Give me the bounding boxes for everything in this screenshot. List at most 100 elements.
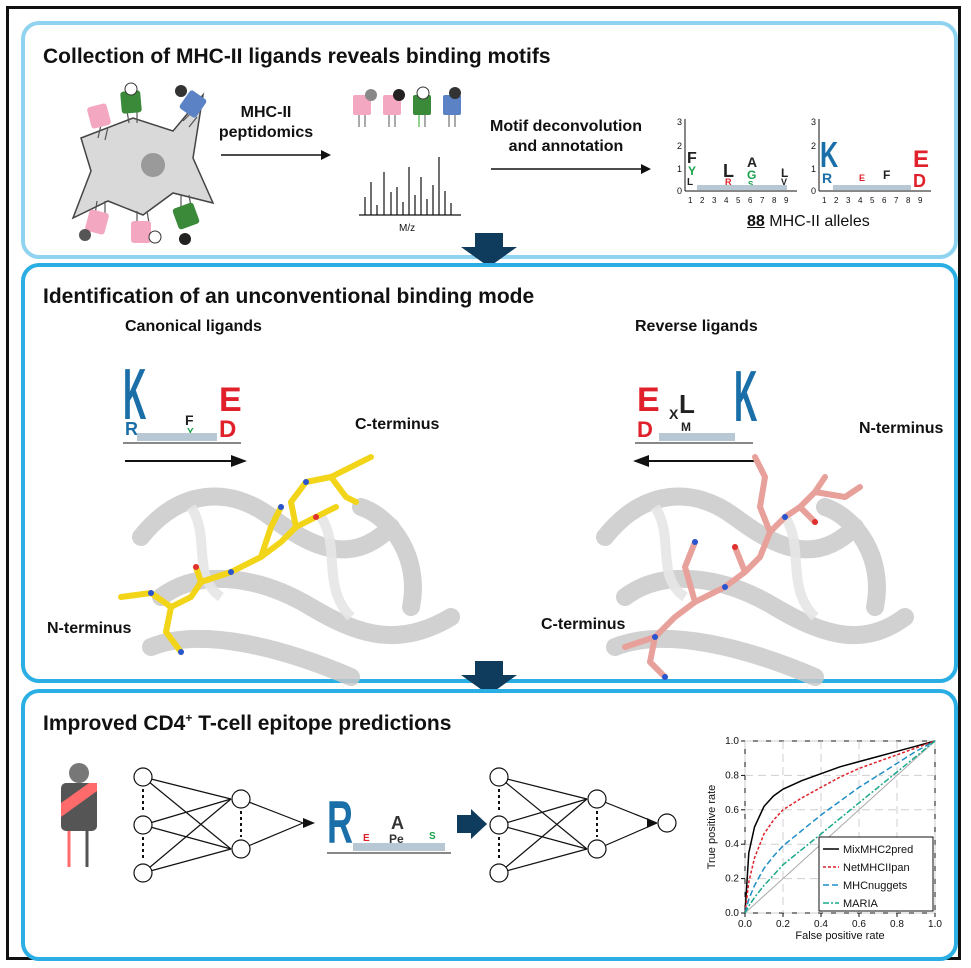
svg-text:6: 6 xyxy=(748,196,753,205)
panel-binding-mode: Identification of an unconventional bind… xyxy=(21,263,958,686)
svg-text:2: 2 xyxy=(677,141,682,151)
svg-text:S: S xyxy=(748,180,754,189)
svg-text:D: D xyxy=(219,416,236,443)
reverse-c-terminus: C-terminus xyxy=(541,616,626,633)
svg-text:3: 3 xyxy=(712,196,717,205)
canonical-label: Canonical ligands xyxy=(125,318,262,335)
svg-text:E: E xyxy=(637,381,660,419)
svg-text:F: F xyxy=(185,412,194,428)
svg-text:5: 5 xyxy=(736,196,741,205)
y-tick-label: 0.2 xyxy=(725,874,739,885)
svg-text:G: G xyxy=(747,168,756,182)
svg-text:8: 8 xyxy=(906,196,911,205)
legend-label: MHCnuggets xyxy=(843,880,908,892)
svg-text:R: R xyxy=(327,790,353,857)
neural-network-1 xyxy=(133,767,315,883)
x-tick-label: 0.2 xyxy=(776,919,790,930)
y-tick-label: 1.0 xyxy=(725,736,739,747)
legend-label: MixMHC2pred xyxy=(843,844,913,856)
alleles-count: 88 xyxy=(747,213,765,230)
neural-network-2 xyxy=(489,767,677,883)
cell-illustration xyxy=(71,82,215,245)
x-tick-label: 0.4 xyxy=(814,919,828,930)
svg-text:D: D xyxy=(637,417,653,442)
figure-frame: Collection of MHC-II ligands reveals bin… xyxy=(6,6,961,961)
svg-text:R: R xyxy=(725,177,732,187)
canonical-logo: K R F Y E D xyxy=(123,353,242,444)
svg-text:9: 9 xyxy=(918,196,923,205)
svg-text:Pe: Pe xyxy=(389,832,404,846)
step1-line1: MHC-II xyxy=(240,104,292,121)
panel3-title: Improved CD4+ T-cell epitope predictions xyxy=(43,711,451,736)
step2-line1: Motif deconvolution xyxy=(490,118,642,135)
svg-text:5: 5 xyxy=(870,196,875,205)
x-axis-label: False positive rate xyxy=(795,930,884,942)
svg-text:E: E xyxy=(913,146,929,173)
arrow-step1 xyxy=(221,150,331,160)
legend-label: NetMHCIIpan xyxy=(843,862,910,874)
svg-text:M: M xyxy=(681,420,691,434)
svg-text:D: D xyxy=(913,171,926,191)
svg-text:L: L xyxy=(723,161,734,181)
mz-label: M/z xyxy=(399,223,416,234)
svg-text:Y: Y xyxy=(688,164,696,178)
arrow-step2 xyxy=(491,164,651,174)
predicted-motif-logo: R A Pe E S xyxy=(327,790,451,857)
x-tick-label: 0.8 xyxy=(890,919,904,930)
series-line-mhcnuggets xyxy=(744,740,936,914)
y-tick-label: 0.6 xyxy=(725,805,739,816)
y-tick-label: 0.0 xyxy=(725,908,739,919)
legend-label: MARIA xyxy=(843,898,879,910)
svg-text:E: E xyxy=(859,173,865,183)
reverse-direction-arrow xyxy=(633,455,755,467)
svg-text:K: K xyxy=(820,135,839,176)
y-axis-label: True positive rate xyxy=(706,785,718,870)
svg-text:A: A xyxy=(747,154,757,170)
svg-text:0: 0 xyxy=(677,186,682,196)
svg-text:3: 3 xyxy=(677,117,682,127)
svg-text:4: 4 xyxy=(724,196,729,205)
svg-text:4: 4 xyxy=(858,196,863,205)
reverse-structure xyxy=(596,454,914,686)
y-tick-label: 0.8 xyxy=(725,770,739,781)
series-line-maria xyxy=(744,740,936,914)
diagonal-line xyxy=(744,740,936,914)
svg-text:Y: Y xyxy=(187,427,194,438)
svg-text:R: R xyxy=(125,419,138,439)
panel3-title-sup: + xyxy=(185,711,193,725)
reverse-n-terminus: N-terminus xyxy=(859,420,944,437)
svg-text:7: 7 xyxy=(894,196,899,205)
canonical-structure xyxy=(118,454,460,686)
svg-text:2: 2 xyxy=(834,196,839,205)
svg-text:E: E xyxy=(219,381,242,419)
flow-arrow-1 xyxy=(461,233,517,267)
svg-text:K: K xyxy=(734,355,757,436)
series-line-netmhciipan xyxy=(744,740,936,914)
svg-text:0: 0 xyxy=(811,186,816,196)
svg-text:X: X xyxy=(669,406,679,422)
alleles-caption: 88 MHC-II alleles xyxy=(747,213,870,231)
svg-text:8: 8 xyxy=(772,196,777,205)
svg-text:9: 9 xyxy=(784,196,789,205)
x-tick-label: 1.0 xyxy=(928,919,942,930)
svg-text:L: L xyxy=(687,177,693,188)
svg-text:3: 3 xyxy=(846,196,851,205)
step1-line2: peptidomics xyxy=(218,124,314,141)
alleles-text: MHC-II alleles xyxy=(769,213,870,230)
panel1-title: Collection of MHC-II ligands reveals bin… xyxy=(43,45,551,68)
mhc-molecule-icon xyxy=(61,763,97,867)
svg-text:2: 2 xyxy=(811,141,816,151)
svg-text:6: 6 xyxy=(882,196,887,205)
svg-text:S: S xyxy=(429,831,436,842)
flow-arrow-2 xyxy=(461,661,517,695)
svg-text:K: K xyxy=(123,353,146,434)
svg-text:F: F xyxy=(883,168,890,182)
svg-text:R: R xyxy=(822,170,832,186)
svg-text:2: 2 xyxy=(700,196,705,205)
panel3-title-rest: T-cell epitope predictions xyxy=(192,712,452,735)
canonical-direction-arrow xyxy=(125,455,247,467)
step2-line2: and annotation xyxy=(508,138,624,155)
